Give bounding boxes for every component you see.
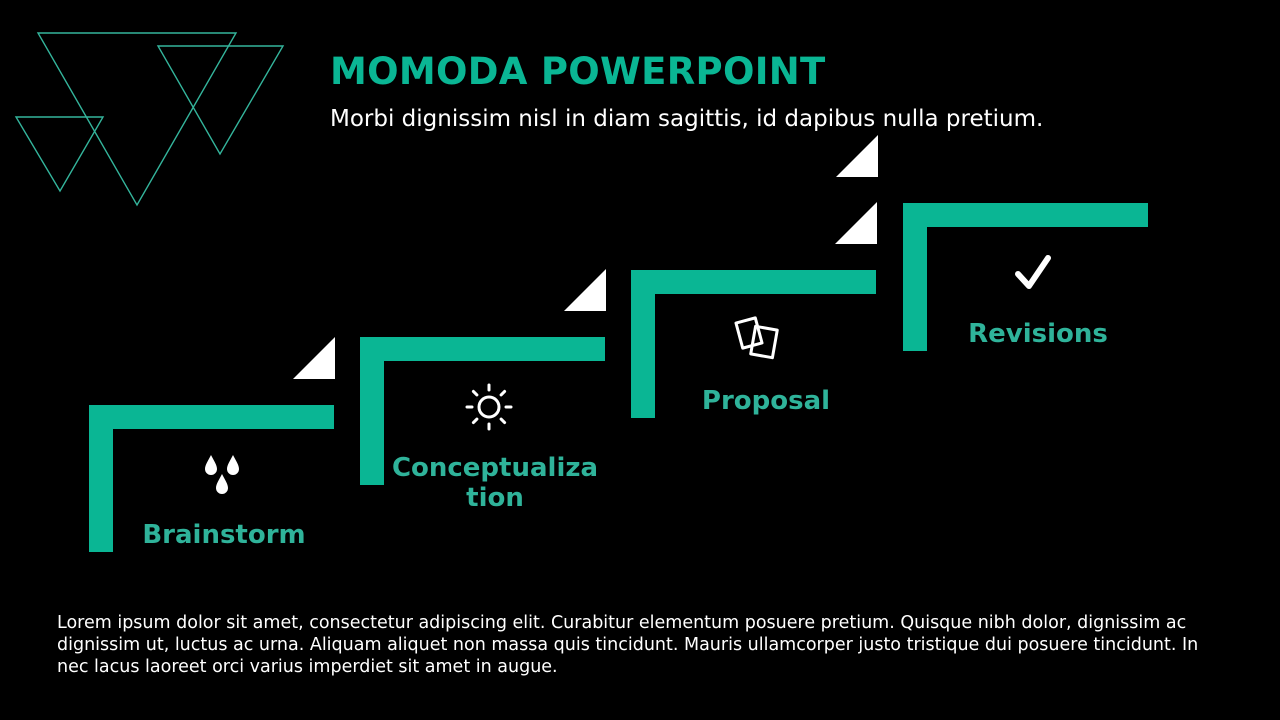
slide-title: MOMODA POWERPOINT: [330, 50, 826, 93]
deco-triangle-right: [156, 45, 285, 156]
corner-triangle-icon: [836, 135, 878, 177]
step-label-proposal: Proposal: [701, 386, 831, 416]
corner-triangle-icon: [835, 202, 877, 244]
decorative-triangles: [14, 32, 285, 207]
step-conceptualization: Conceptualization: [360, 269, 640, 513]
step-bar-top: [89, 405, 334, 429]
deco-triangle-large: [36, 32, 238, 207]
step-bar-top: [360, 337, 605, 361]
step-bar-side: [89, 405, 113, 552]
body-paragraph: Lorem ipsum dolor sit amet, consectetur …: [57, 613, 1199, 677]
corner-triangle-icon: [293, 337, 335, 379]
sun-icon: [465, 383, 513, 431]
documents-icon: [734, 316, 779, 360]
step-label-conceptualization: Conceptualization: [391, 453, 599, 513]
corner-triangle-icon: [564, 269, 606, 311]
step-revisions: Revisions: [836, 135, 1183, 353]
triangle-outlines: [14, 32, 285, 207]
slide-subtitle: Morbi dignissim nisl in diam sagittis, i…: [330, 106, 1044, 132]
checkmark-icon: [1015, 255, 1051, 289]
step-brainstorm: Brainstorm: [89, 337, 369, 555]
deco-triangle-small: [14, 116, 105, 193]
water-drops-icon: [205, 455, 239, 494]
step-bar-side: [631, 270, 655, 418]
step-proposal: Proposal: [631, 202, 911, 420]
step-bar-top: [631, 270, 876, 294]
step-bar-side: [903, 203, 927, 351]
step-bar-side: [360, 337, 384, 485]
step-label-brainstorm: Brainstorm: [142, 520, 306, 550]
step-label-revisions: Revisions: [968, 319, 1108, 349]
step-bar-top: [903, 203, 1148, 227]
